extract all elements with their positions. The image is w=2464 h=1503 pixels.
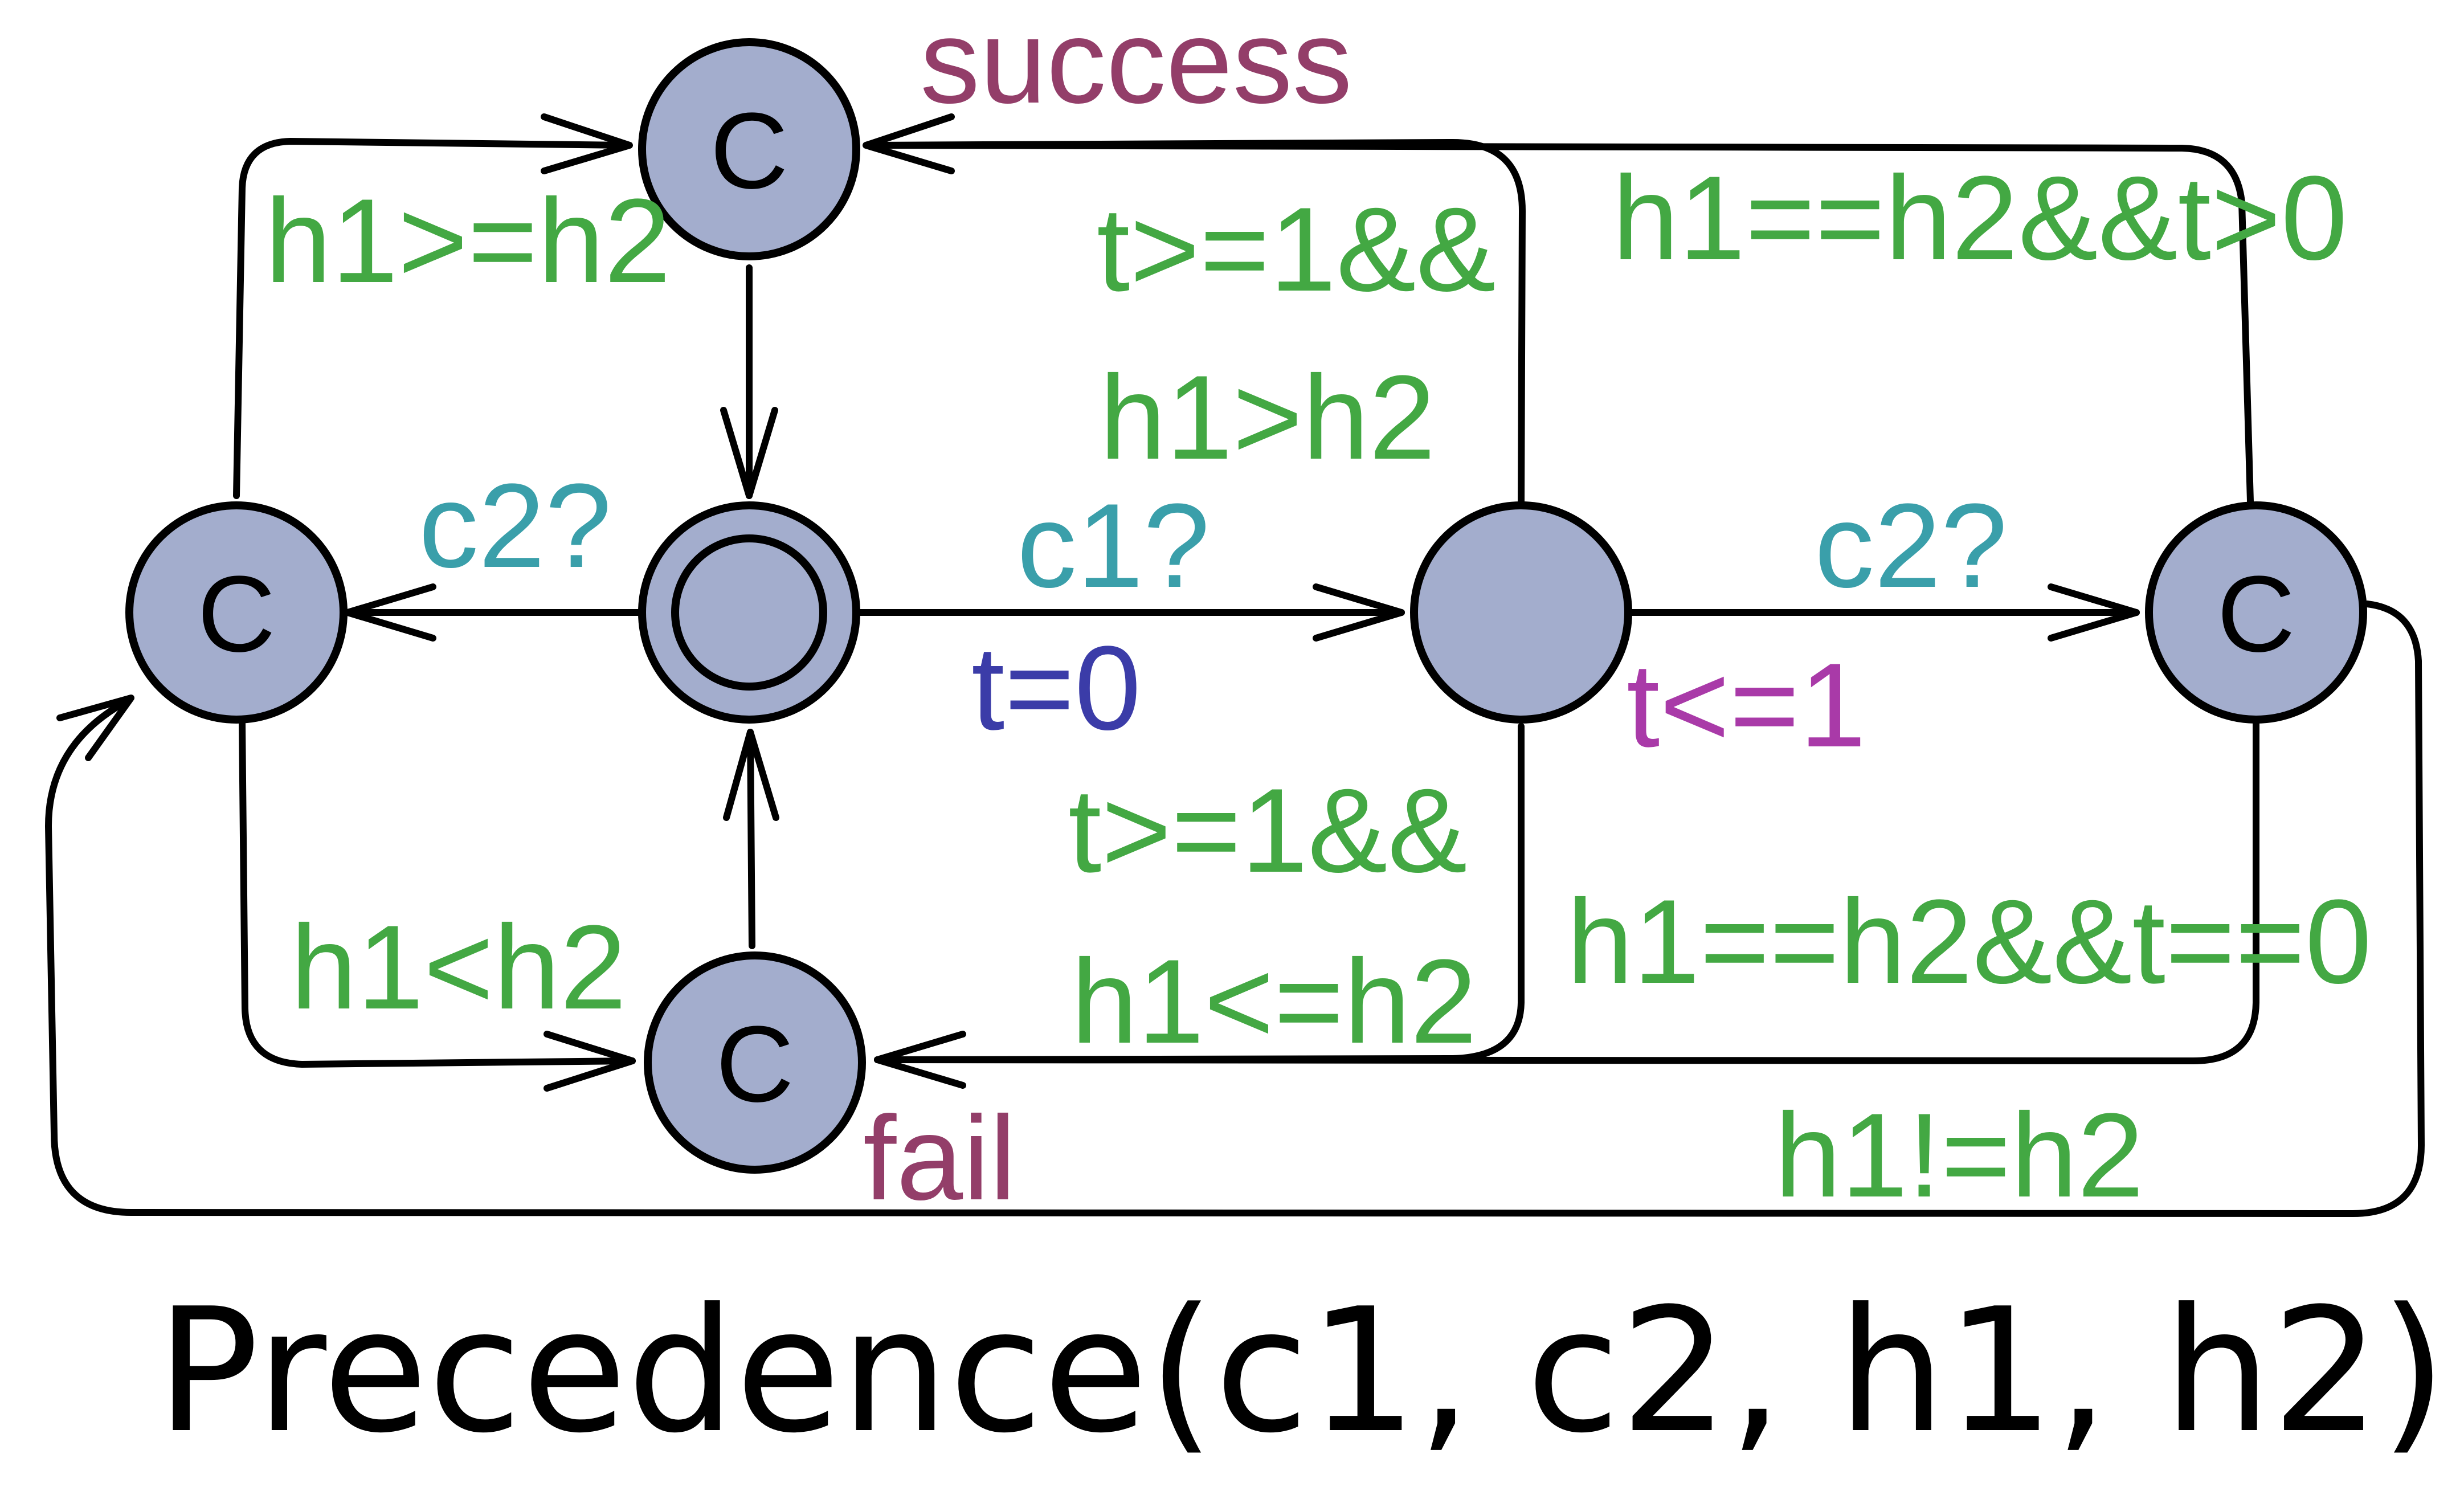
- guard-top-right-line2: h1>h2: [1100, 350, 1436, 484]
- guard-bottom-right-line1: t>=1&&: [1068, 763, 1468, 897]
- invariant-t-le-1: t<=1: [1627, 638, 1866, 772]
- edge-right-to-left-outer: [45, 601, 2425, 1217]
- location-top: [638, 38, 860, 260]
- guard-bottom-left: h1<h2: [291, 900, 627, 1034]
- arrowhead-left-to-top: [541, 113, 633, 174]
- sync-c2-right: c2?: [1815, 479, 2008, 612]
- edge-right-to-bottom: [874, 720, 2259, 1064]
- arrowhead-top-to-initial: [720, 407, 778, 499]
- edge-left-to-bottom: [239, 720, 636, 1068]
- location-name-success: success: [920, 0, 1352, 128]
- guard-far-right-top: h1==h2&&t>0: [1612, 151, 2347, 285]
- location-left: [125, 501, 348, 724]
- location-bottom: [644, 951, 866, 1174]
- location-initial-inner-ring: [671, 534, 827, 691]
- committed-marker-right: C: [2217, 554, 2295, 675]
- edge-bottom-to-initial: [747, 729, 755, 949]
- sync-c2-left: c2?: [419, 459, 612, 593]
- arrowhead-initial-to-middle: [1313, 583, 1405, 642]
- guard-far-right-bottom: h1==h2&&t==0: [1567, 875, 2372, 1008]
- guard-top-left: h1>=h2: [265, 174, 671, 308]
- arrowhead-left-to-bottom: [544, 1031, 636, 1092]
- arrowhead-into-bottom: [874, 1031, 966, 1089]
- edge-middle-to-top: [868, 139, 1526, 508]
- committed-marker-bottom: C: [716, 1004, 794, 1125]
- edge-right-to-top: [868, 142, 2254, 505]
- location-name-fail: fail: [863, 1091, 1016, 1225]
- guard-h1-ne-h2: h1!=h2: [1775, 1088, 2144, 1222]
- location-right: [2145, 501, 2367, 724]
- assignment-t0: t=0: [971, 621, 1141, 755]
- guard-bottom-right-line2: h1<=h2: [1071, 934, 1477, 1068]
- diagram-caption: Precedence(c1, c2, h1, h2): [156, 1272, 2447, 1471]
- arrowhead-outer-to-left: [56, 695, 134, 761]
- sync-c1: c1?: [1017, 479, 1210, 612]
- committed-marker-left: C: [197, 554, 275, 675]
- location-middle: [1410, 501, 1632, 724]
- committed-marker-top: C: [710, 91, 788, 211]
- edge-left-to-top: [233, 138, 630, 499]
- arrowhead-bottom-to-initial: [723, 729, 779, 821]
- guard-top-right-line1: t>=1&&: [1097, 182, 1496, 316]
- arrowhead-into-top: [863, 113, 955, 174]
- arrowhead-middle-to-right: [2048, 583, 2140, 642]
